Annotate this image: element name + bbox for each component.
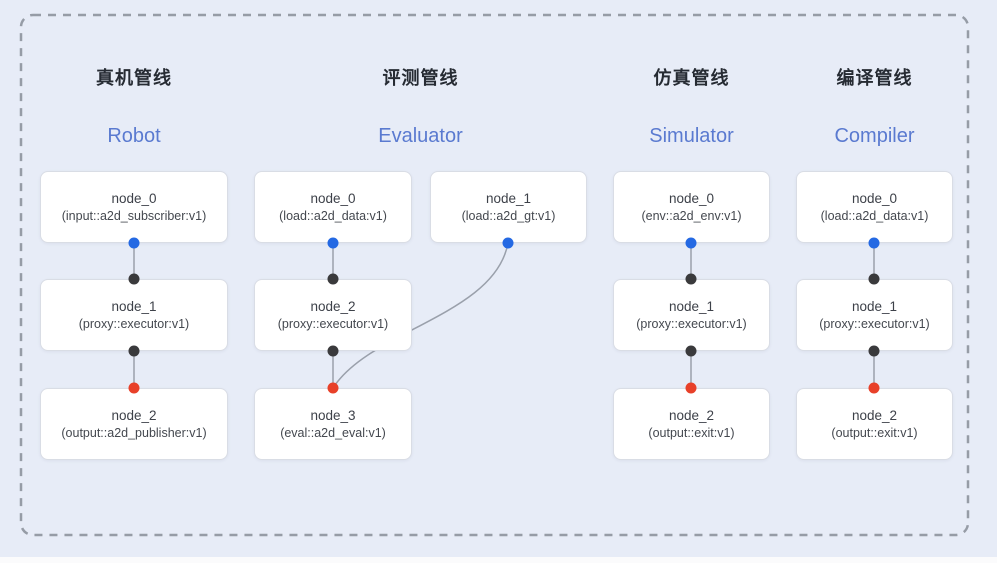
port-dot-dark bbox=[128, 345, 140, 357]
node-box-simulator-node0: node_0 (env::a2d_env:v1) bbox=[613, 171, 770, 243]
node-type: (output::exit:v1) bbox=[648, 426, 735, 440]
port-dot-blue bbox=[685, 237, 697, 249]
port-dot-dark bbox=[868, 345, 880, 357]
pipeline-title-en-robot: Robot bbox=[107, 125, 161, 147]
node-name: node_1 bbox=[851, 298, 898, 314]
node-box-compiler-node2: node_2 (output::exit:v1) bbox=[796, 388, 953, 460]
node-type: (proxy::executor:v1) bbox=[819, 317, 930, 331]
node-name: node_3 bbox=[310, 407, 356, 423]
pipeline-title-en-compiler: Compiler bbox=[834, 125, 915, 147]
node-box-evaluator-node1: node_1 (load::a2d_gt:v1) bbox=[430, 171, 587, 243]
node-type: (output::exit:v1) bbox=[831, 426, 918, 440]
pipeline-title-en-simulator: Simulator bbox=[649, 125, 734, 147]
node-box-simulator-node1: node_1 (proxy::executor:v1) bbox=[613, 279, 770, 351]
node-box-evaluator-node3: node_3 (eval::a2d_eval:v1) bbox=[254, 388, 412, 460]
port-dot-dark bbox=[327, 345, 339, 357]
node-box-simulator-node2: node_2 (output::exit:v1) bbox=[613, 388, 770, 460]
port-dot-dark bbox=[128, 273, 140, 285]
port-dot-blue bbox=[502, 237, 514, 249]
port-dot-dark bbox=[685, 345, 697, 357]
node-box-evaluator-node0: node_0 (load::a2d_data:v1) bbox=[254, 171, 412, 243]
node-name: node_1 bbox=[485, 190, 532, 206]
node-type: (input::a2d_subscriber:v1) bbox=[61, 209, 207, 223]
port-dot-dark bbox=[327, 273, 339, 285]
node-box-compiler-node1: node_1 (proxy::executor:v1) bbox=[796, 279, 953, 351]
pipeline-title-zh-robot: 真机管线 bbox=[96, 68, 172, 88]
port-dot-blue bbox=[868, 237, 880, 249]
dashed-frame bbox=[19, 13, 970, 537]
port-dot-red bbox=[868, 382, 880, 394]
node-box-compiler-node0: node_0 (load::a2d_data:v1) bbox=[796, 171, 953, 243]
pipeline-title-zh-simulator: 仿真管线 bbox=[653, 68, 730, 88]
node-box-robot-node1: node_1 (proxy::executor:v1) bbox=[40, 279, 228, 351]
edge-evaluator-1-3 bbox=[332, 242, 509, 389]
bottom-edge-strip bbox=[0, 557, 997, 563]
pipeline-title-en-evaluator: Evaluator bbox=[378, 125, 463, 147]
node-type: (output::a2d_publisher:v1) bbox=[61, 426, 207, 440]
node-name: node_0 bbox=[851, 190, 898, 206]
node-name: node_2 bbox=[668, 407, 715, 423]
node-type: (proxy::executor:v1) bbox=[277, 317, 389, 331]
node-type: (env::a2d_env:v1) bbox=[641, 209, 742, 223]
port-dot-red bbox=[685, 382, 697, 394]
node-type: (eval::a2d_eval:v1) bbox=[280, 426, 386, 440]
node-box-robot-node0: node_0 (input::a2d_subscriber:v1) bbox=[40, 171, 228, 243]
port-dot-blue bbox=[128, 237, 140, 249]
pipeline-title-zh-evaluator: 评测管线 bbox=[382, 68, 459, 88]
node-name: node_1 bbox=[668, 298, 715, 314]
node-type: (load::a2d_gt:v1) bbox=[461, 209, 556, 223]
port-dot-red bbox=[327, 382, 339, 394]
node-box-robot-node2: node_2 (output::a2d_publisher:v1) bbox=[40, 388, 228, 460]
port-dot-red bbox=[128, 382, 140, 394]
node-name: node_0 bbox=[668, 190, 715, 206]
node-name: node_0 bbox=[111, 190, 157, 206]
node-type: (proxy::executor:v1) bbox=[636, 317, 747, 331]
node-type: (proxy::executor:v1) bbox=[78, 317, 190, 331]
node-name: node_2 bbox=[851, 407, 898, 423]
port-dot-dark bbox=[685, 273, 697, 285]
port-dot-blue bbox=[327, 237, 339, 249]
node-type: (load::a2d_data:v1) bbox=[820, 209, 929, 223]
node-type: (load::a2d_data:v1) bbox=[279, 209, 387, 223]
node-name: node_2 bbox=[111, 407, 157, 423]
node-name: node_2 bbox=[310, 298, 356, 314]
node-name: node_0 bbox=[310, 190, 356, 206]
node-box-evaluator-node2: node_2 (proxy::executor:v1) bbox=[254, 279, 412, 351]
port-dot-dark bbox=[868, 273, 880, 285]
pipeline-title-zh-compiler: 编译管线 bbox=[836, 68, 913, 88]
node-name: node_1 bbox=[111, 298, 157, 314]
